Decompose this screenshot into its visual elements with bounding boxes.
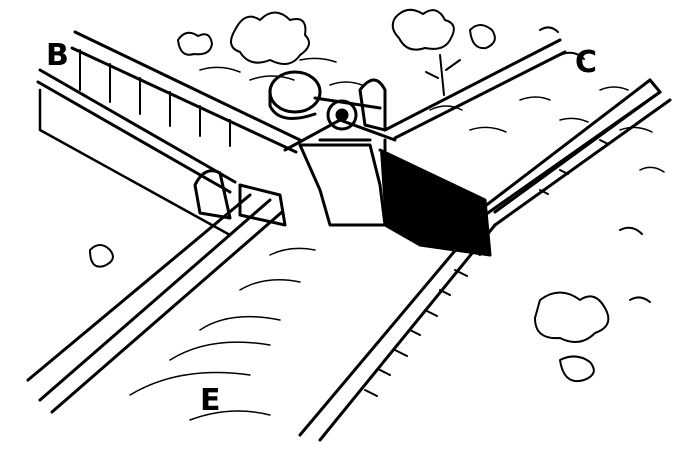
foreground-foliage bbox=[89, 226, 651, 382]
label-e: E bbox=[200, 383, 221, 418]
wall-stone-texture bbox=[364, 139, 609, 397]
label-c: C bbox=[575, 45, 597, 80]
canal-b-walls bbox=[36, 30, 302, 237]
ground-hatching bbox=[199, 57, 665, 173]
background-foliage bbox=[177, 8, 585, 96]
label-b: B bbox=[46, 38, 69, 73]
canal-e-walls bbox=[26, 90, 672, 442]
sluice-gate-structure bbox=[193, 138, 492, 257]
gear-mechanism bbox=[268, 70, 397, 152]
canal-e-water bbox=[129, 247, 316, 421]
